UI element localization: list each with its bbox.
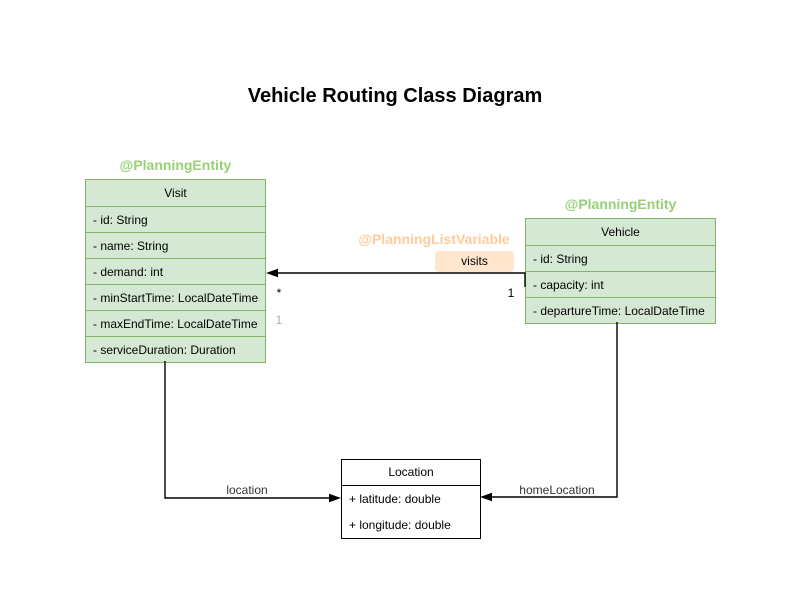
class-vehicle-attributes: - id: String- capacity: int- departureTi… [526,245,715,323]
class-attribute: - maxEndTime: LocalDateTime [86,310,265,336]
home-location-arrowhead-icon [480,492,492,502]
class-attribute: - capacity: int [526,271,715,297]
visits-target-multiplicity: * [276,286,282,300]
class-vehicle: Vehicle - id: String- capacity: int- dep… [525,218,716,324]
class-attribute: + latitude: double [349,492,441,506]
class-attribute: - id: String [86,206,265,232]
diagram-title: Vehicle Routing Class Diagram [247,85,543,107]
class-visit: Visit - id: String- name: String- demand… [85,179,266,363]
class-attribute: - id: String [526,245,715,271]
visits-secondary-marker: 1 [275,313,283,327]
visit-planning-entity-annotation: @PlanningEntity [119,157,232,173]
class-attribute: - name: String [86,232,265,258]
planning-list-variable-annotation: @PlanningListVariable [358,231,510,247]
class-location-title: Location [342,460,480,486]
class-attribute: - demand: int [86,258,265,284]
visits-source-multiplicity: 1 [507,286,515,300]
class-attribute: + longitude: double [349,518,451,532]
class-attribute: - serviceDuration: Duration [86,336,265,362]
class-location-attributes: + latitude: double + longitude: double [342,486,480,538]
location-edge [164,361,329,499]
location-arrowhead-icon [329,493,341,503]
visits-arrowhead-icon [266,268,278,278]
class-visit-attributes: - id: String- name: String- demand: int-… [86,206,265,362]
home-location-edge-label: homeLocation [519,483,595,497]
class-vehicle-title: Vehicle [601,225,640,239]
class-attribute: - minStartTime: LocalDateTime [86,284,265,310]
class-location: Location + latitude: double + longitude: … [341,459,481,539]
home-location-edge [492,322,618,498]
visits-edge-label: visits [435,251,514,272]
vehicle-planning-entity-annotation: @PlanningEntity [564,196,677,212]
visits-edge [277,272,526,287]
location-edge-label: location [226,483,268,497]
class-visit-title: Visit [164,186,187,200]
class-attribute: - departureTime: LocalDateTime [526,297,715,323]
